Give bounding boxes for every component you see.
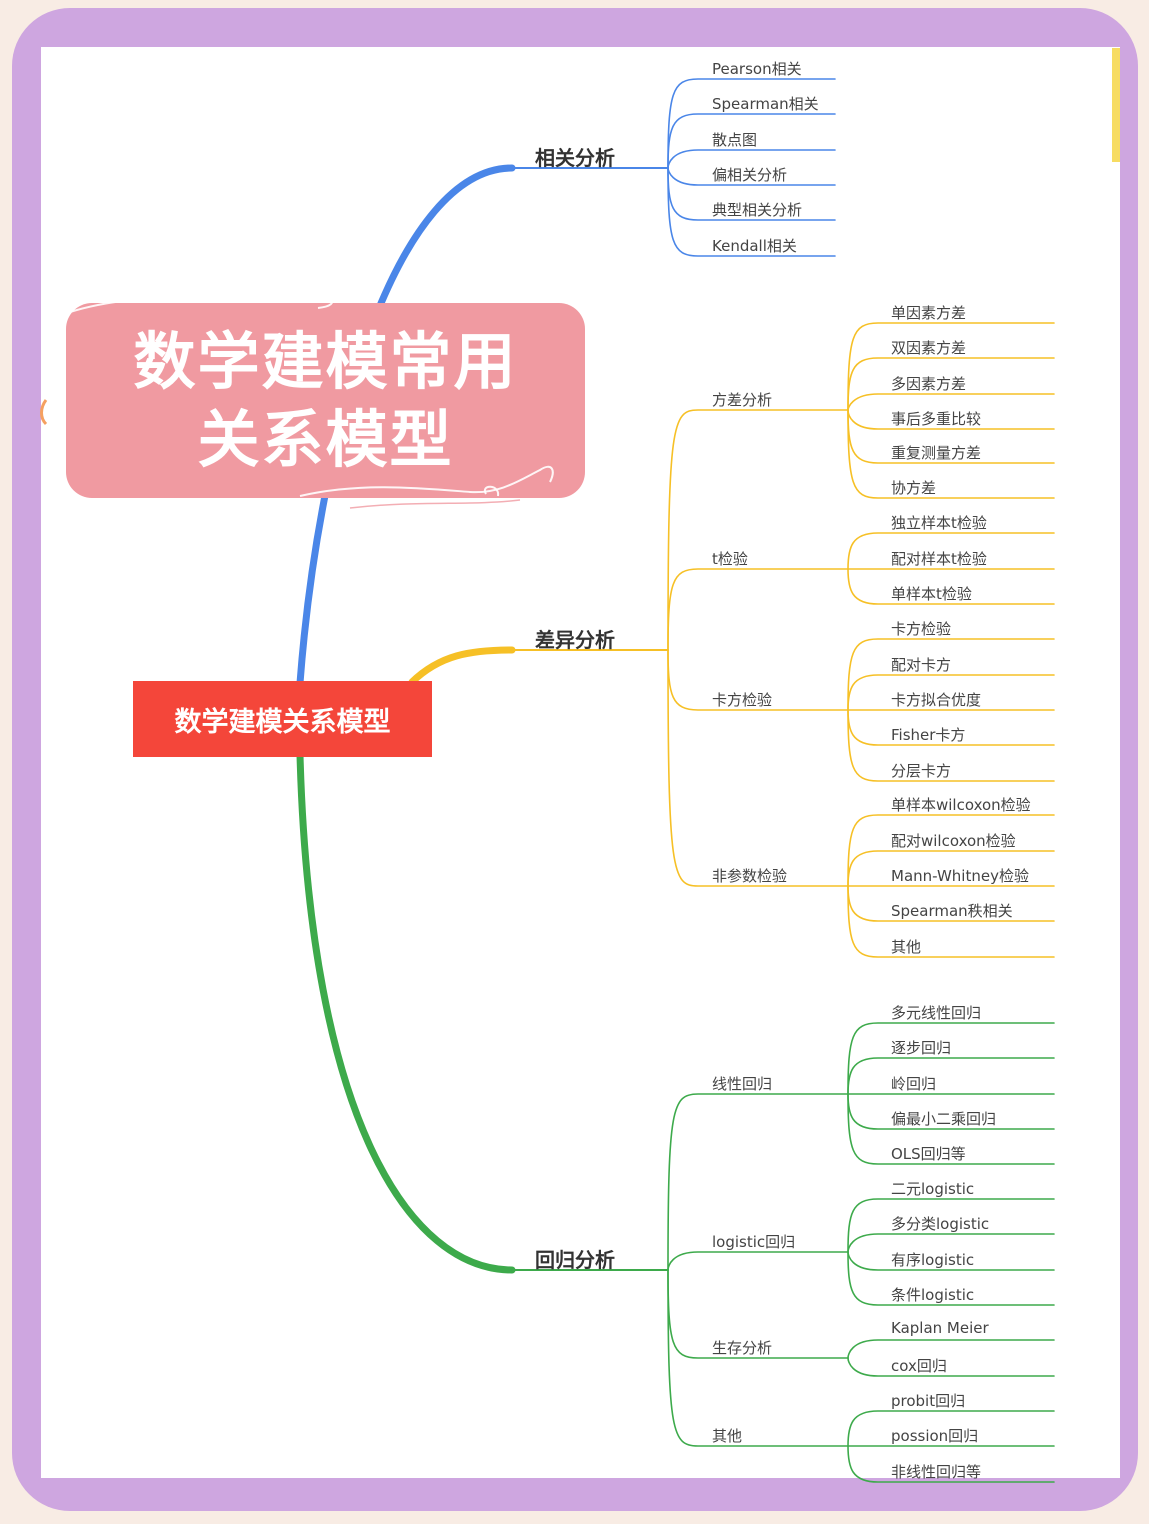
leaf-label[interactable]: 典型相关分析	[712, 201, 803, 219]
leaf-connector	[667, 113, 836, 169]
group-label[interactable]: 方差分析	[712, 391, 773, 409]
branch-connector	[296, 751, 516, 1274]
group-label[interactable]: 生存分析	[712, 1339, 773, 1357]
leaf-connector	[847, 1339, 1055, 1359]
leaf-connector	[847, 393, 1055, 411]
edge-decoration	[1112, 48, 1120, 162]
leaf-connector	[847, 1445, 1055, 1483]
leaf-label[interactable]: 协方差	[891, 479, 937, 497]
leaf-label[interactable]: 单因素方差	[891, 304, 967, 322]
leaf-label[interactable]: probit回归	[891, 1392, 966, 1410]
leaf-connector	[667, 149, 836, 169]
group-label[interactable]: 非参数检验	[712, 867, 788, 885]
banner-title-line1: 数学建模常用	[133, 324, 518, 398]
leaf-connector	[847, 885, 1055, 958]
leaf-label[interactable]: 散点图	[712, 131, 758, 149]
leaf-connector	[847, 1233, 1055, 1253]
leaf-label[interactable]: 单样本t检验	[891, 585, 972, 603]
leaf-label[interactable]: Kaplan Meier	[891, 1319, 989, 1337]
group-connector	[667, 1269, 849, 1447]
group-label[interactable]: 线性回归	[712, 1075, 773, 1093]
leaf-label[interactable]: 双因素方差	[891, 339, 967, 357]
leaf-label[interactable]: 偏相关分析	[712, 166, 788, 184]
leaf-label[interactable]: 卡方检验	[891, 620, 952, 638]
leaf-label[interactable]: 非线性回归等	[891, 1463, 982, 1481]
leaf-connector	[847, 1057, 1055, 1095]
leaf-label[interactable]: 条件logistic	[891, 1286, 975, 1304]
leaf-label[interactable]: 有序logistic	[891, 1251, 975, 1269]
group-connector	[667, 1251, 849, 1271]
branch-label[interactable]: 相关分析	[535, 146, 615, 170]
leaf-connector	[847, 850, 1055, 887]
leaf-connector	[847, 709, 1055, 782]
root-node-label: 数学建模关系模型	[174, 706, 391, 738]
group-connector	[667, 568, 849, 651]
branch-label[interactable]: 回归分析	[535, 1248, 615, 1272]
group-label[interactable]: t检验	[712, 550, 748, 568]
leaf-label[interactable]: possion回归	[891, 1427, 979, 1445]
leaf-label[interactable]: Kendall相关	[712, 237, 797, 255]
leaf-connector	[847, 409, 1055, 499]
leaf-connector	[847, 568, 1055, 605]
leaf-label[interactable]: 多分类logistic	[891, 1215, 990, 1233]
leaf-label[interactable]: Mann-Whitney检验	[891, 867, 1029, 885]
leaf-label[interactable]: 多元线性回归	[891, 1004, 982, 1022]
group-connector	[667, 1093, 849, 1271]
leaf-connector	[847, 814, 1055, 887]
leaf-label[interactable]: 重复测量方差	[891, 444, 982, 462]
leaf-connector	[847, 1022, 1055, 1095]
group-label[interactable]: 其他	[712, 1427, 743, 1445]
mindmap-canvas	[41, 47, 1120, 1478]
leaf-connector	[847, 1251, 1055, 1306]
leaf-connector	[847, 357, 1055, 411]
leaf-label[interactable]: 岭回归	[891, 1075, 937, 1093]
branch-label[interactable]: 差异分析	[535, 628, 615, 652]
leaf-label[interactable]: 事后多重比较	[891, 410, 982, 428]
leaf-label[interactable]: 配对wilcoxon检验	[891, 832, 1016, 850]
leaf-label[interactable]: 偏最小二乘回归	[891, 1110, 997, 1128]
leaf-connector	[667, 78, 836, 169]
group-connector	[667, 649, 849, 887]
leaf-connector	[847, 1093, 1055, 1165]
leaf-label[interactable]: Spearman相关	[712, 95, 819, 113]
leaf-label[interactable]: 卡方拟合优度	[891, 691, 982, 709]
leaf-label[interactable]: 配对卡方	[891, 656, 952, 674]
group-label[interactable]: 卡方检验	[712, 691, 773, 709]
leaf-connector	[667, 167, 836, 257]
leaf-label[interactable]: 二元logistic	[891, 1180, 975, 1198]
leaf-label[interactable]: 其他	[891, 938, 922, 956]
leaf-connector	[847, 532, 1055, 570]
banner-title-line2: 关系模型	[197, 402, 454, 476]
leaf-label[interactable]: 单样本wilcoxon检验	[891, 796, 1031, 814]
root-node[interactable]: 数学建模关系模型	[133, 681, 432, 757]
leaf-label[interactable]: Fisher卡方	[891, 726, 966, 744]
leaf-connector	[847, 638, 1055, 711]
leaf-label[interactable]: Spearman秩相关	[891, 902, 1013, 920]
leaf-label[interactable]: 配对样本t检验	[891, 550, 987, 568]
group-label[interactable]: logistic回归	[712, 1233, 796, 1251]
title-banner: 数学建模常用 关系模型	[66, 303, 585, 498]
leaf-label[interactable]: 分层卡方	[891, 762, 952, 780]
leaf-label[interactable]: OLS回归等	[891, 1145, 966, 1163]
leaf-connector	[847, 674, 1055, 711]
group-connector	[667, 409, 849, 651]
branch-connector	[408, 646, 516, 686]
leaf-label[interactable]: Pearson相关	[712, 60, 802, 78]
leaf-connector	[847, 322, 1055, 411]
leaf-connector	[847, 1410, 1055, 1447]
leaf-label[interactable]: 多因素方差	[891, 375, 967, 393]
leaf-label[interactable]: cox回归	[891, 1357, 947, 1375]
leaf-label[interactable]: 独立样本t检验	[891, 514, 987, 532]
leaf-connector	[847, 1198, 1055, 1253]
leaf-connector	[847, 1357, 1055, 1377]
leaf-label[interactable]: 逐步回归	[891, 1039, 952, 1057]
